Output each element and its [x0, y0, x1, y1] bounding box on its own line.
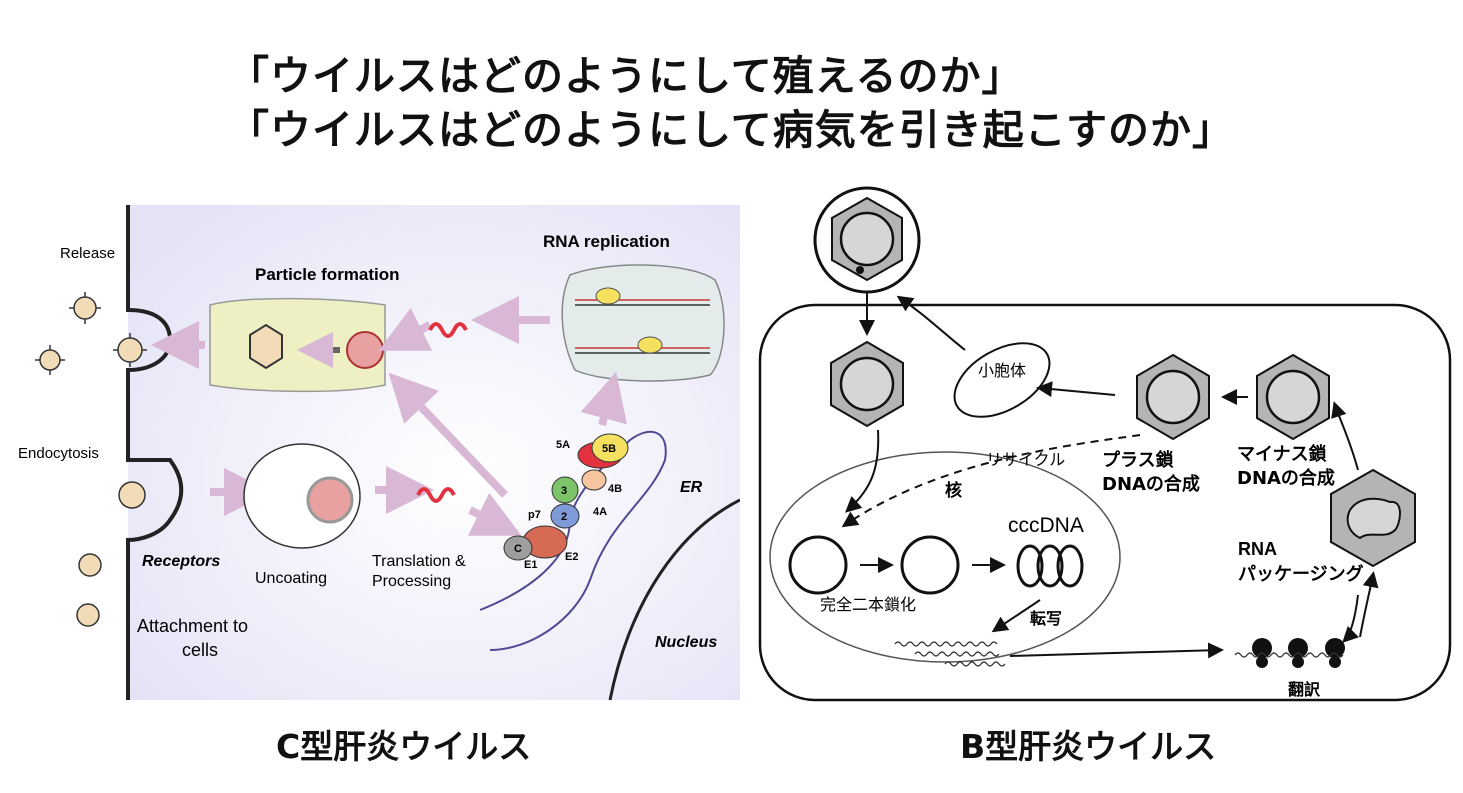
caption-hcv: C型肝炎ウイルス: [276, 727, 532, 766]
capsid-cytoplasm-dna: [839, 356, 895, 412]
label-protein-e2: E2: [565, 551, 578, 563]
label-packaging: パッケージング: [1238, 563, 1364, 585]
label-translation-2: Processing: [372, 573, 451, 590]
rna-squiggle-1: [428, 322, 468, 338]
receptor-virion-1: [78, 553, 102, 577]
virion-spikes: [35, 292, 147, 375]
receptor-virion-2: [76, 603, 100, 627]
label-receptors: Receptors: [142, 553, 220, 570]
hbv-arrows: [845, 292, 1379, 659]
assembled-capsid: [249, 323, 283, 370]
hbv-diagram: 小胞体 核 cccDNA 完全二本鎖化 転写 翻訳 プラス鎖 DNAの合成 マイ…: [758, 186, 1452, 702]
label-protein-3: 3: [561, 485, 567, 497]
label-protein-c: C: [514, 543, 522, 555]
label-plus-strand-1: プラス鎖: [1102, 449, 1175, 471]
label-protein-e1: E1: [524, 559, 537, 571]
capsid-plus-strand-dna: [1145, 369, 1201, 425]
protein-3: [551, 476, 579, 504]
label-complete-ds: 完全二本鎖化: [820, 595, 916, 614]
protein-2: [550, 503, 580, 529]
label-endocytosis: Endocytosis: [18, 445, 99, 462]
label-release: Release: [60, 245, 115, 262]
label-minus-strand-1: マイナス鎖: [1237, 443, 1328, 465]
label-uncoating: Uncoating: [255, 570, 327, 587]
label-protein-4b: 4B: [608, 483, 622, 495]
cccdna-loops: [1016, 544, 1084, 588]
label-plus-strand-2: DNAの合成: [1102, 473, 1200, 495]
label-nucleus-jp: 核: [945, 480, 962, 501]
label-nucleus: Nucleus: [655, 634, 717, 651]
replication-box: [561, 264, 725, 382]
pink-arrows: [151, 296, 628, 536]
er-membrane: [479, 430, 667, 651]
er-vesicle: [953, 342, 1051, 418]
title-line-1: 「ウイルスはどのようにして殖えるのか」: [228, 52, 1024, 100]
rcdna-circle: [788, 535, 848, 595]
incoming-virion-polymerase: [856, 266, 864, 274]
label-attachment-2: cells: [182, 640, 218, 660]
ribosomes: [1252, 638, 1345, 668]
recycle-arrow: [841, 434, 1141, 528]
pgrna-blob: [1346, 497, 1401, 540]
caption-hbv: B型肝炎ウイルス: [960, 727, 1217, 766]
rna-squiggle-2: [416, 487, 456, 503]
replicase-2: [637, 336, 663, 354]
mrna-line: [1234, 652, 1344, 658]
protein-4b: [581, 469, 607, 491]
nucleocapsid: [346, 331, 384, 369]
label-translation-jp: 翻訳: [1288, 680, 1321, 699]
transcripts: [894, 641, 1006, 667]
label-cccdna: cccDNA: [1008, 514, 1084, 537]
protein-5b: [591, 433, 629, 463]
label-transcription: 転写: [1030, 609, 1062, 628]
protein-c: [503, 535, 533, 561]
label-rna-replication: RNA replication: [543, 232, 670, 251]
label-translation-1: Translation &: [372, 553, 466, 570]
label-rna: RNA: [1238, 539, 1277, 559]
endocytosis-virion: [118, 481, 146, 509]
label-protein-4a: 4A: [593, 506, 607, 518]
label-particle-formation: Particle formation: [255, 265, 400, 284]
title-line-2: 「ウイルスはどのようにして病気を引き起こすのか」: [228, 106, 1234, 154]
label-attachment-1: Attachment to: [137, 616, 248, 636]
uncoating-virion: [306, 476, 354, 524]
label-recycle: リサイクル: [986, 450, 1065, 469]
label-protein-5b: 5B: [602, 443, 616, 455]
label-protein-5a: 5A: [556, 439, 570, 451]
replicase-1: [595, 287, 621, 305]
label-vesicle: 小胞体: [978, 361, 1026, 380]
label-protein-2: 2: [561, 511, 567, 523]
hcv-diagram: Release Particle formation RNA replicati…: [18, 205, 740, 701]
label-minus-strand-2: DNAの合成: [1237, 467, 1335, 489]
capsid-minus-strand-dna: [1265, 369, 1321, 425]
nucleus-envelope: [608, 498, 740, 701]
incoming-virion-dna: [839, 211, 895, 267]
complete-ds-circle: [900, 535, 960, 595]
label-er: ER: [680, 479, 703, 496]
label-protein-p7: p7: [528, 509, 541, 521]
